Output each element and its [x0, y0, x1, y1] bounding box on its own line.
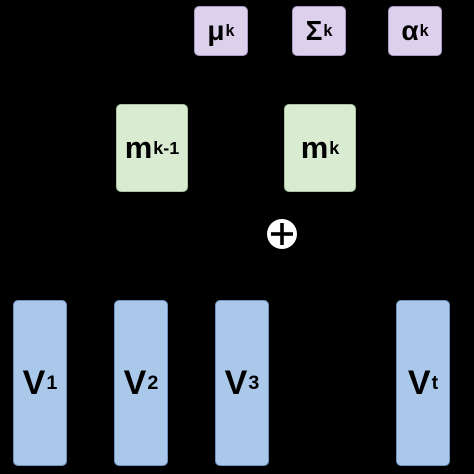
- memory-curr-symbol: m: [300, 130, 329, 165]
- vector-v2-symbol: V: [123, 363, 147, 402]
- vector-v1-symbol: V: [22, 363, 46, 402]
- param-sigma-symbol: Σ: [305, 15, 323, 46]
- vector-v3-symbol: V: [224, 363, 248, 402]
- memory-prev-symbol: m: [124, 130, 153, 165]
- param-alpha-symbol: α: [401, 15, 419, 46]
- circled-plus-icon: [267, 219, 297, 249]
- param-mu-symbol: μ: [207, 15, 225, 46]
- vector-vt-symbol: V: [407, 363, 431, 402]
